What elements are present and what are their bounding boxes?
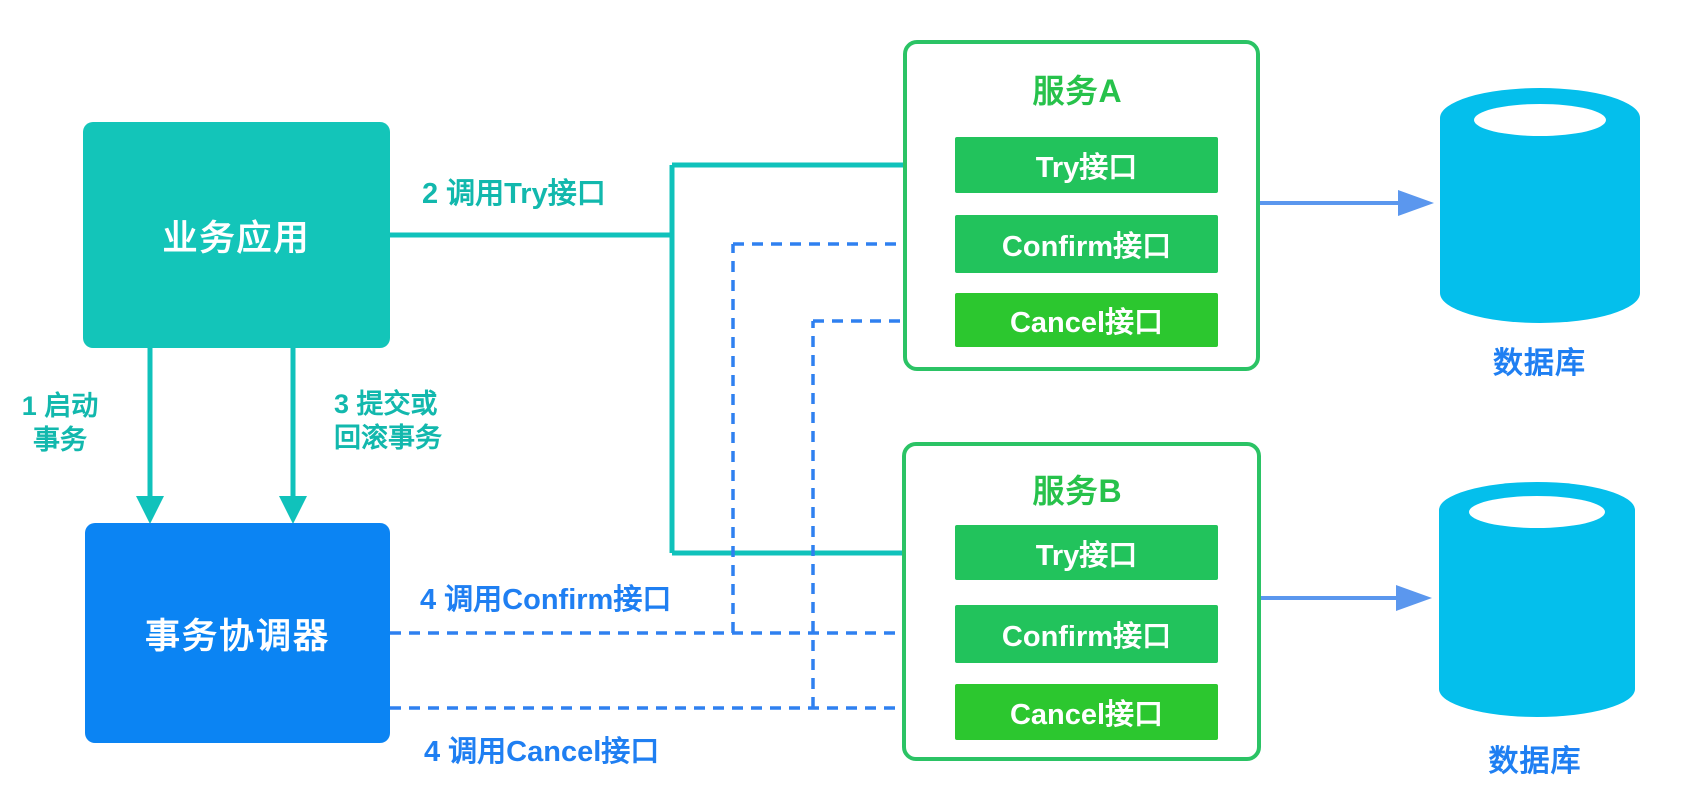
edge-label-call-cancel: 4 调用Cancel接口	[424, 736, 660, 768]
edge-label-call-confirm: 4 调用Confirm接口	[420, 584, 672, 616]
business-app-label: 业务应用	[162, 218, 311, 258]
arrow-call-try	[390, 150, 954, 568]
service-a-confirm-interface: Confirm接口	[955, 215, 1218, 273]
transaction-coordinator-node: 事务协调器	[85, 523, 390, 743]
service-a-cancel-interface: Cancel接口	[955, 293, 1218, 347]
arrow-service-b-to-database	[1253, 585, 1432, 611]
service-a-title: 服务A	[1032, 73, 1123, 109]
transaction-coordinator-label: 事务协调器	[144, 616, 330, 656]
service-b-confirm-interface: Confirm接口	[955, 605, 1218, 663]
service-b-title: 服务B	[1032, 473, 1123, 509]
service-b-try-interface: Try接口	[955, 525, 1218, 580]
service-a-try-interface: Try接口	[955, 137, 1218, 193]
service-b-cancel-interface: Cancel接口	[955, 684, 1218, 740]
edge-label-commit-or-rollback: 3 提交或 回滚事务	[334, 389, 442, 453]
arrow-start-transaction	[136, 348, 164, 524]
database-a-icon	[1440, 88, 1640, 323]
arrow-service-a-to-database	[1252, 190, 1434, 216]
business-app-node: 业务应用	[83, 122, 390, 348]
database-a-label: 数据库	[1493, 347, 1586, 380]
edge-label-start-transaction: 1 启动 事务	[21, 391, 99, 455]
database-b-icon	[1439, 482, 1635, 717]
arrow-commit-rollback	[279, 348, 307, 524]
database-b-label: 数据库	[1488, 745, 1582, 778]
edge-label-call-try: 2 调用Try接口	[422, 178, 606, 210]
